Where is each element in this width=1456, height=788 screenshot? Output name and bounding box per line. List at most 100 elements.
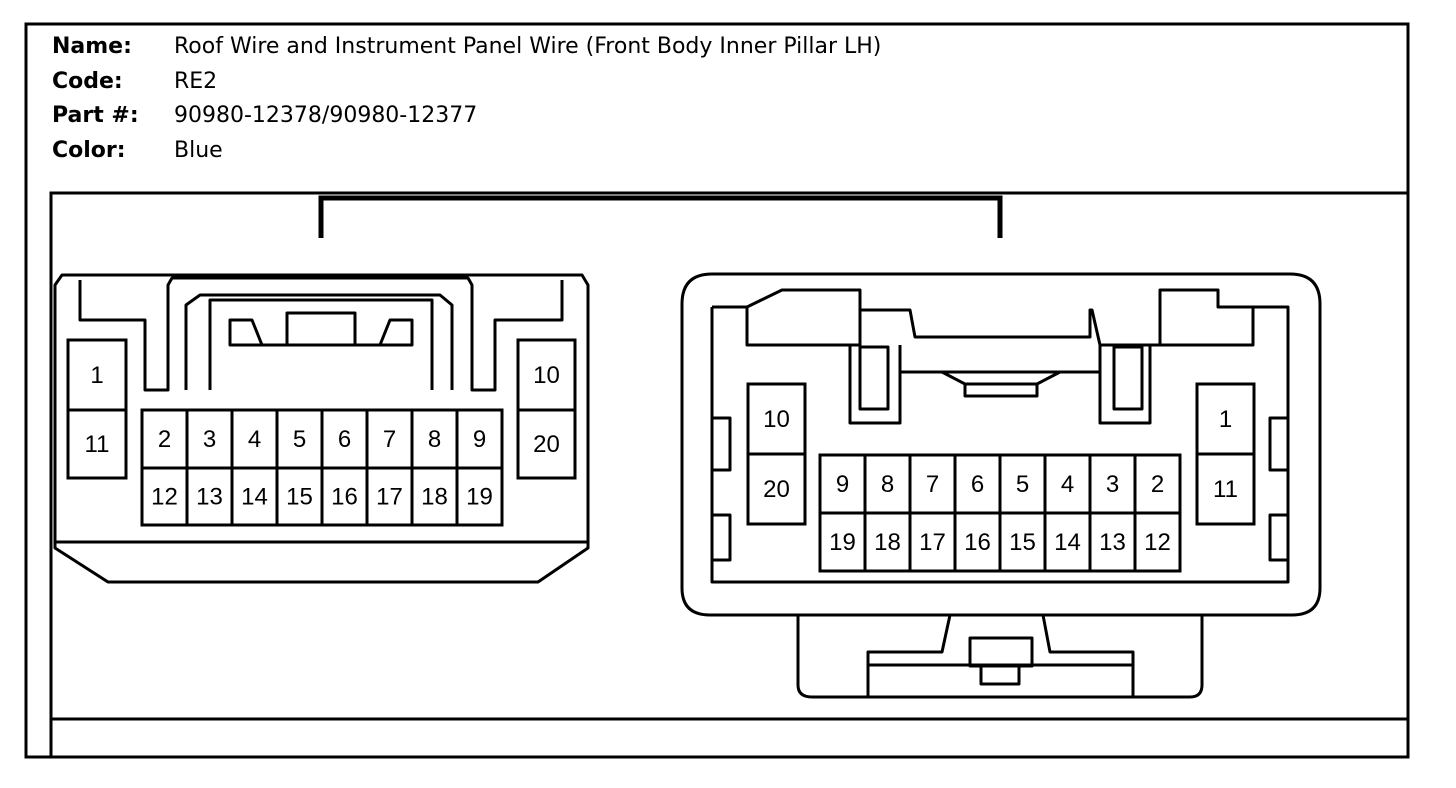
pin-number: 10 [763, 406, 790, 433]
pin-number: 11 [1213, 476, 1238, 503]
pin-number: 15 [286, 484, 313, 511]
pin-number: 12 [1144, 529, 1171, 556]
right-pin-19: 19 [818, 511, 867, 573]
left-pin-17: 17 [365, 466, 414, 527]
right-pin-18: 18 [863, 511, 912, 573]
right-pin-20: 20 [746, 452, 807, 526]
right-pin-7: 7 [908, 453, 957, 515]
right-connector-side-notch [1268, 416, 1290, 472]
left-connector-latch-window [228, 318, 264, 347]
pin-cavity [66, 408, 128, 480]
color-label: Color: [52, 137, 126, 163]
left-connector-latch-rail [184, 293, 454, 390]
right-connector [680, 272, 1322, 699]
left-pin-20: 20 [516, 408, 577, 480]
pin-number: 7 [383, 426, 396, 453]
left-pin-14: 14 [230, 466, 279, 527]
pin-number: 1 [90, 362, 103, 389]
pin-number: 13 [196, 484, 223, 511]
pin-number: 8 [881, 471, 894, 498]
pin-number: 3 [1106, 471, 1119, 498]
right-connector-side-notch [1268, 513, 1290, 562]
pin-number: 14 [241, 484, 268, 511]
left-pin-12: 12 [140, 466, 189, 527]
left-pin-10: 10 [516, 338, 577, 412]
right-connector-inner-profile [710, 288, 1290, 584]
left-pin-7: 7 [365, 408, 414, 470]
right-pin-10: 10 [746, 382, 807, 456]
right-connector-lock-tab-foot [979, 664, 1021, 686]
right-pin-8: 8 [863, 453, 912, 515]
pin-cavity [746, 452, 807, 526]
right-pin-16: 16 [953, 511, 1002, 573]
pin-number: 18 [421, 484, 448, 511]
name-value: Roof Wire and Instrument Panel Wire (Fro… [174, 34, 882, 59]
pin-number: 1 [1219, 406, 1232, 433]
left-pin-5: 5 [275, 408, 324, 470]
right-pin-5: 5 [998, 453, 1047, 515]
pin-number: 7 [926, 471, 939, 498]
right-connector-center-latch [898, 370, 1100, 410]
pin-number: 16 [964, 529, 991, 556]
pin-number: 9 [836, 471, 849, 498]
left-connector-latch-inner [208, 298, 434, 390]
left-connector-latch-tab [285, 311, 357, 347]
right-pin-9: 9 [818, 453, 867, 515]
left-pin-1: 1 [66, 338, 128, 412]
left-pin-6: 6 [320, 408, 369, 470]
left-pin-16: 16 [320, 466, 369, 527]
pin-number: 10 [533, 362, 560, 389]
left-pin-11: 11 [66, 408, 128, 480]
part-value: 90980-12378/90980-12377 [174, 103, 478, 128]
left-pin-19: 19 [455, 466, 504, 527]
right-connector-side-notch [710, 416, 732, 472]
pin-number: 20 [533, 431, 560, 458]
pin-number: 16 [331, 484, 358, 511]
pin-number: 19 [829, 529, 856, 556]
pin-number: 18 [874, 529, 901, 556]
pin-number: 9 [473, 426, 486, 453]
right-pin-6: 6 [953, 453, 1002, 515]
pin-number: 12 [151, 484, 178, 511]
right-connector-key-right [1112, 345, 1144, 411]
pin-number: 17 [376, 484, 403, 511]
left-pin-8: 8 [410, 408, 459, 470]
pin-number: 2 [1151, 471, 1164, 498]
pin-cavity [455, 466, 504, 527]
pin-number: 2 [158, 426, 171, 453]
pin-number: 20 [763, 476, 790, 503]
right-pin-12: 12 [1133, 511, 1182, 573]
color-value: Blue [174, 137, 223, 163]
part-label: Part #: [52, 103, 139, 128]
right-connector-key-left [858, 345, 890, 411]
right-connector-body [680, 272, 1322, 617]
pin-number: 6 [338, 426, 351, 453]
left-connector-inner-profile [78, 276, 564, 392]
left-connector-body [53, 273, 590, 584]
left-connector [53, 273, 590, 584]
pin-number: 13 [1099, 529, 1126, 556]
code-label: Code: [52, 68, 123, 94]
code-value: RE2 [174, 68, 218, 94]
right-connector-lock-housing [796, 615, 1204, 699]
left-pin-4: 4 [230, 408, 279, 470]
pin-number: 6 [971, 471, 984, 498]
pin-number: 19 [466, 484, 493, 511]
pin-cavity [1195, 452, 1256, 526]
left-pin-18: 18 [410, 466, 459, 527]
left-pin-9: 9 [455, 408, 504, 470]
left-pin-13: 13 [185, 466, 234, 527]
pin-number: 5 [293, 426, 306, 453]
pin-number: 15 [1009, 529, 1036, 556]
pin-number: 14 [1054, 529, 1081, 556]
right-pin-3: 3 [1088, 453, 1137, 515]
right-pin-15: 15 [998, 511, 1047, 573]
drawing-frame [49, 191, 1410, 759]
right-connector-lock-tab [968, 636, 1034, 668]
right-pin-11: 11 [1195, 452, 1256, 526]
mating-bracket [318, 195, 1003, 238]
right-pin-2: 2 [1133, 453, 1182, 515]
